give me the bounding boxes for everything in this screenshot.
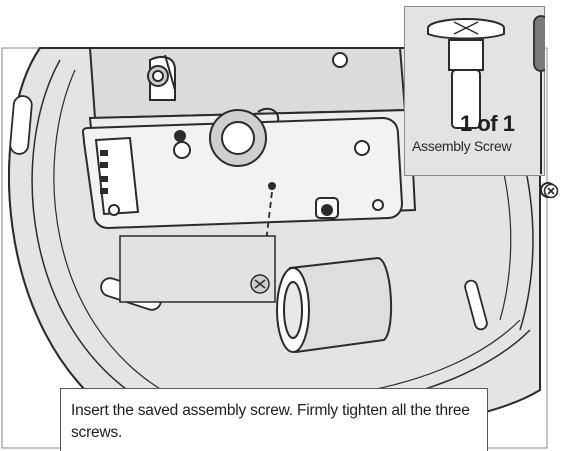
assembly-screw-icon <box>427 18 505 129</box>
inserted-screw <box>250 274 270 294</box>
close-x-icon[interactable] <box>543 183 559 199</box>
screwdriver-icon <box>533 15 545 174</box>
mounting-plate <box>82 107 404 230</box>
instruction-caption: Insert the saved assembly screw. Firmly … <box>60 388 488 451</box>
instruction-text: Insert the saved assembly screw. Firmly … <box>71 402 470 441</box>
lens-cylinder <box>276 256 393 354</box>
screw-count-label: 1 of 1 <box>460 111 515 136</box>
lower-panel <box>119 235 276 303</box>
screw-part-name: Assembly Screw <box>412 138 512 154</box>
assembly-screw-callout <box>404 6 545 176</box>
